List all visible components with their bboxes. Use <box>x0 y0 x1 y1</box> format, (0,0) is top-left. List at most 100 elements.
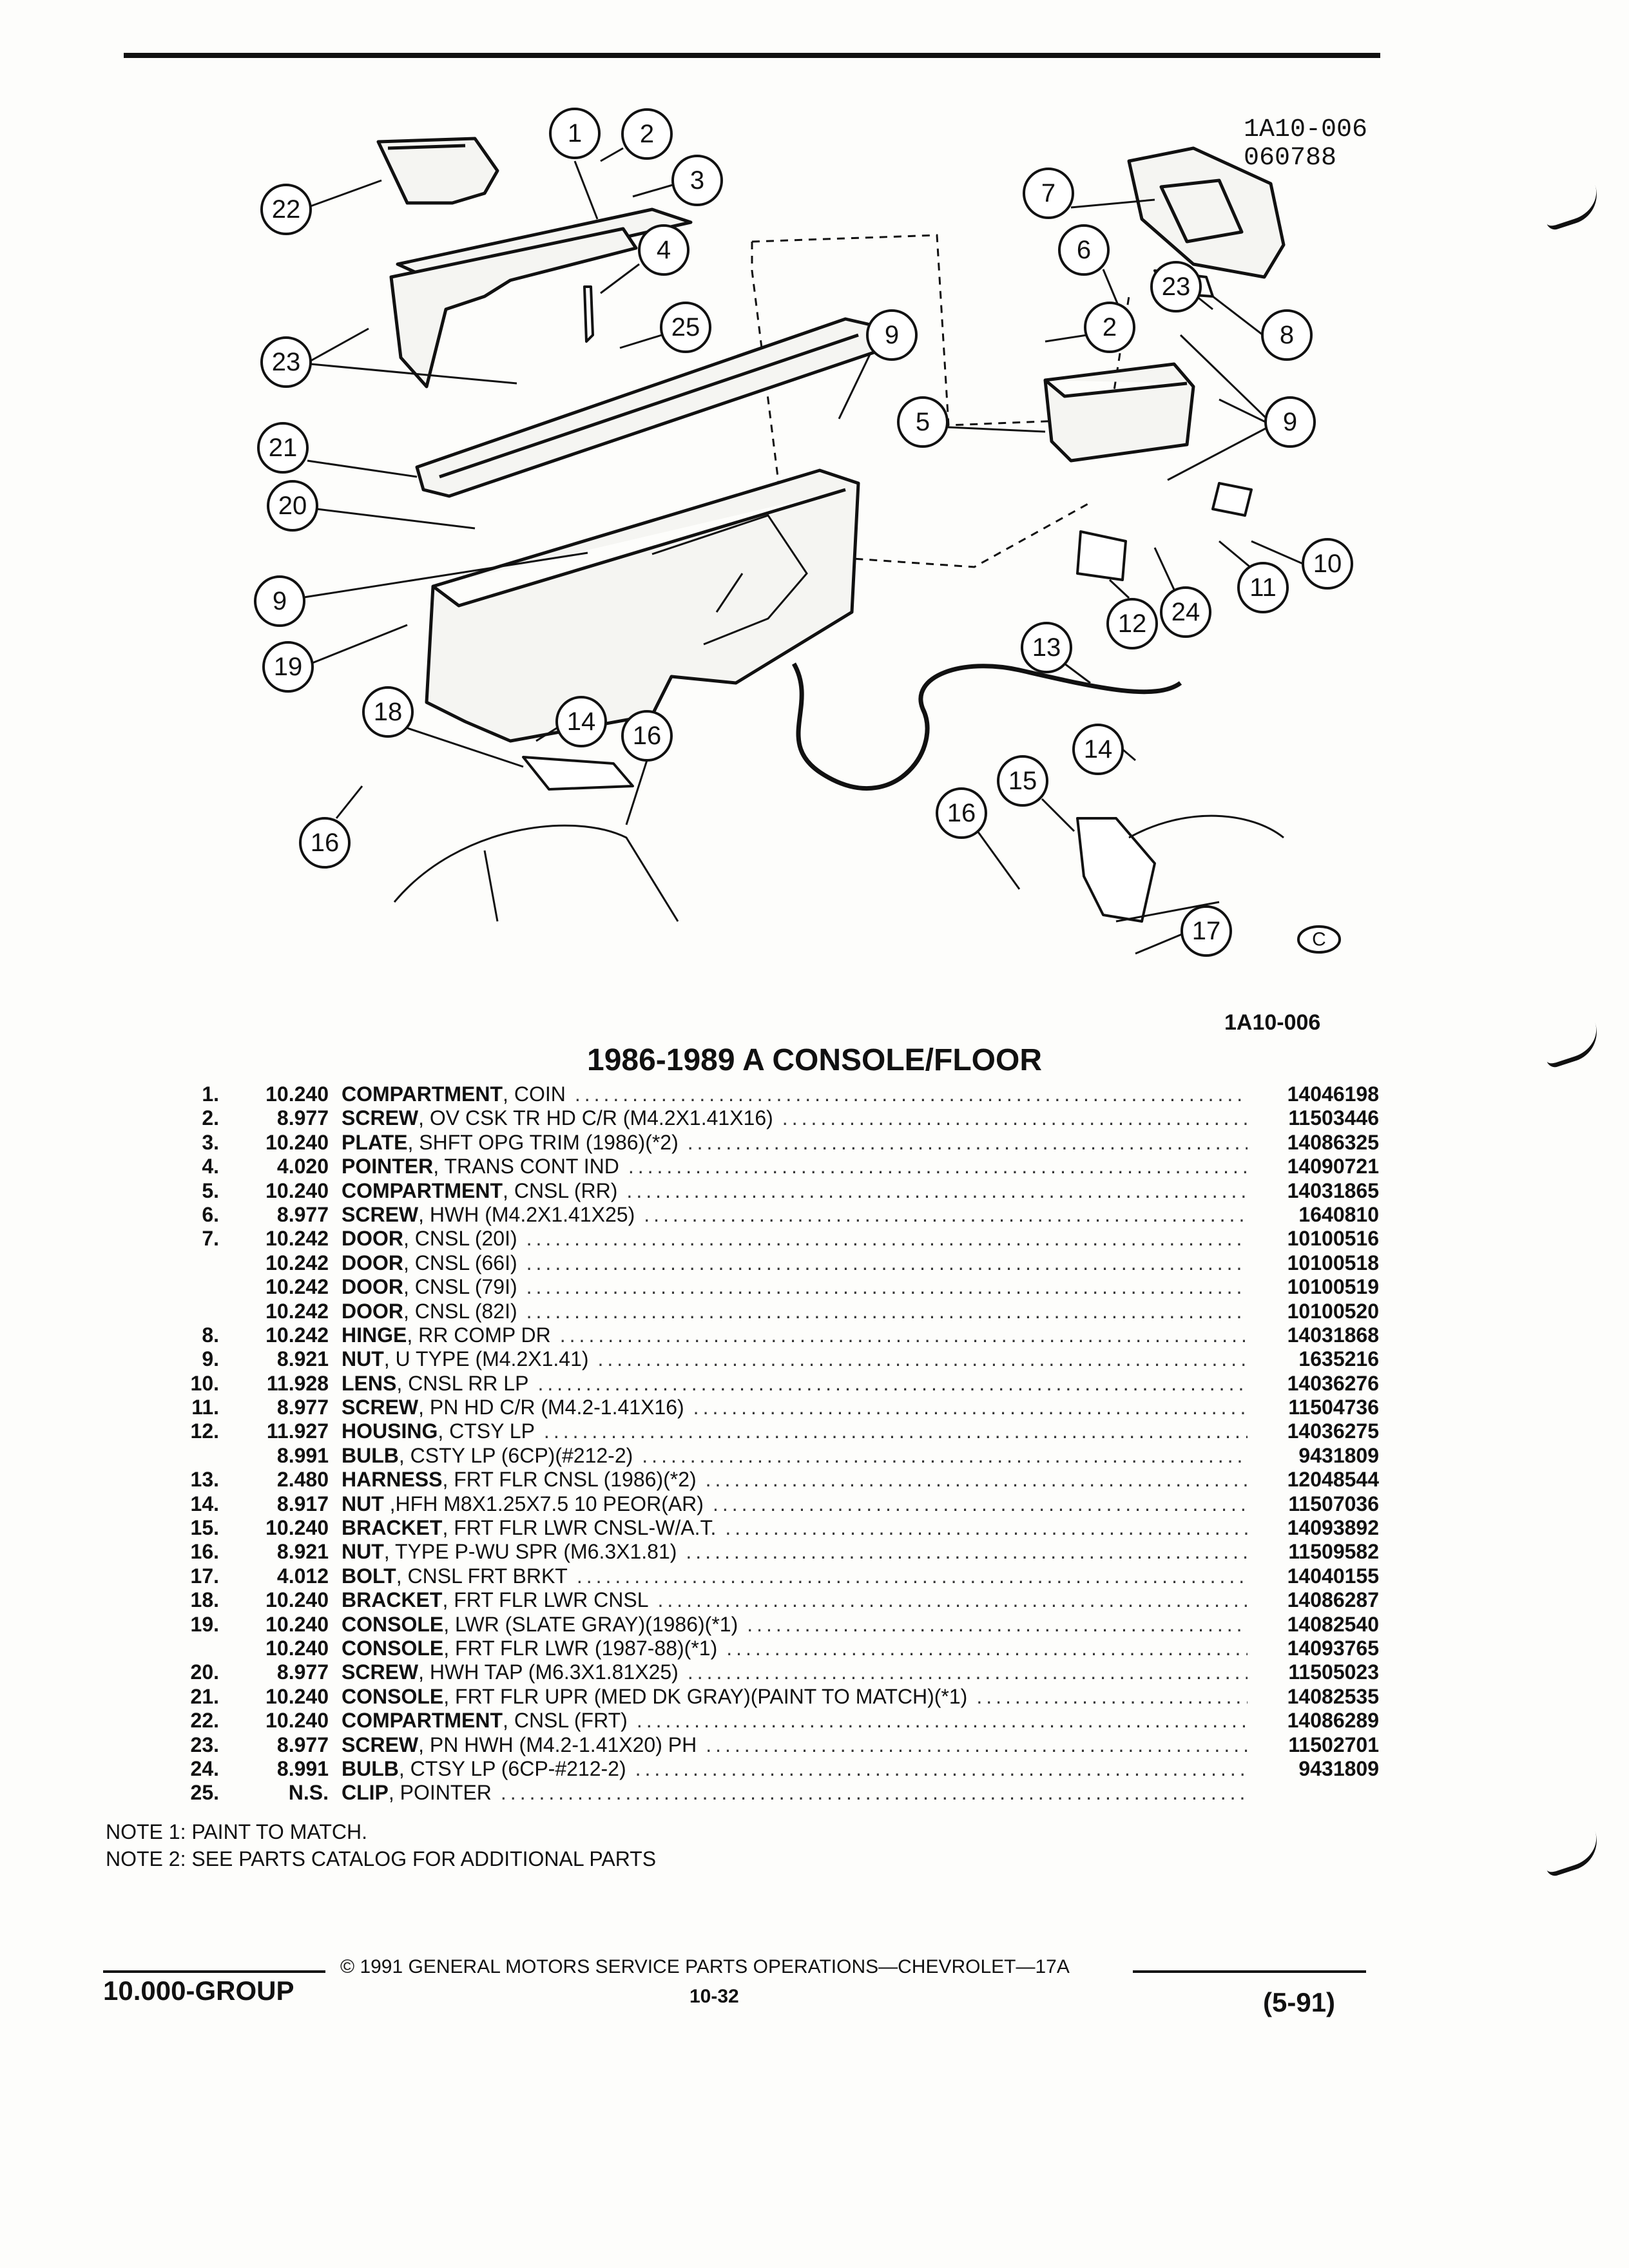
part-group-code: 8.991 <box>276 1443 329 1467</box>
part-group-code: 11.927 <box>266 1419 329 1443</box>
part-index: 16. <box>190 1540 219 1564</box>
part-detail: , PN HWH (M4.2-1.41X20) PH <box>418 1733 697 1756</box>
part-index: 1. <box>202 1082 219 1106</box>
part-number: 14036275 <box>1287 1419 1379 1443</box>
part-group-code: 11.928 <box>266 1371 329 1395</box>
part-name: CONSOLE <box>342 1636 444 1660</box>
callout-4: 4 <box>600 224 689 294</box>
part-number: 14093892 <box>1287 1516 1379 1540</box>
part-description: DOOR, CNSL (82I) <box>329 1300 517 1323</box>
callout-23a: 23 <box>260 327 517 388</box>
part-description: HARNESS, FRT FLR CNSL (1986)(*2) <box>329 1468 697 1492</box>
part-name: COMPARTMENT <box>342 1082 503 1106</box>
footer-group: 10.000-GROUP <box>103 1975 294 2006</box>
svg-text:14: 14 <box>567 707 596 736</box>
part-detail: , RR COMP DR <box>407 1323 551 1347</box>
svg-text:12: 12 <box>1118 610 1147 638</box>
callout-22: 22 <box>260 179 382 235</box>
leader-dots: ........................................… <box>537 1371 1248 1395</box>
notes: NOTE 1: PAINT TO MATCH. NOTE 2: SEE PART… <box>106 1818 656 1872</box>
part-name: NUT <box>342 1540 384 1564</box>
callout-9a: 9 <box>838 309 918 419</box>
svg-text:4: 4 <box>657 236 671 264</box>
svg-text:24: 24 <box>1171 598 1200 626</box>
part-description: BRACKET, FRT FLR LWR CNSL <box>329 1588 648 1612</box>
part-number: 11504736 <box>1288 1396 1379 1419</box>
part-name: BULB <box>342 1756 399 1780</box>
part-name: HARNESS <box>342 1468 443 1492</box>
part-description: SCREW, PN HD C/R (M4.2-1.41X16) <box>329 1396 684 1419</box>
part-number: 14093765 <box>1287 1636 1379 1660</box>
leader-dots: ........................................… <box>725 1516 1248 1540</box>
front-lower-bracket-shape <box>522 756 634 791</box>
leader-dots: ........................................… <box>636 1709 1248 1733</box>
part-group-code: 10.242 <box>265 1227 329 1251</box>
svg-text:13: 13 <box>1032 633 1061 662</box>
svg-text:23: 23 <box>272 348 301 376</box>
callout-18: 18 <box>362 686 524 768</box>
part-detail: , CNSL FRT BRKT <box>396 1564 568 1588</box>
note-2: NOTE 2: SEE PARTS CATALOG FOR ADDITIONAL… <box>106 1847 657 1870</box>
part-index: 21. <box>190 1684 219 1708</box>
part-number: 14086287 <box>1287 1588 1379 1612</box>
part-index: 19. <box>190 1612 219 1636</box>
leader-dots: ........................................… <box>726 1636 1248 1660</box>
part-index: 25. <box>190 1781 219 1805</box>
part-name: HINGE <box>342 1323 407 1347</box>
callout-14b: 14 <box>1072 724 1136 775</box>
front-compartment-shape <box>376 137 499 205</box>
svg-text:5: 5 <box>916 408 930 436</box>
note-1: NOTE 1: PAINT TO MATCH. <box>106 1820 367 1843</box>
callout-15: 15 <box>997 755 1075 832</box>
footer-revision: (5-91) <box>1263 1987 1336 2017</box>
part-detail: , HWH (M4.2X1.41X25) <box>418 1202 635 1226</box>
leader-dots: ........................................… <box>644 1202 1248 1226</box>
part-description: BULB, CTSY LP (6CP-#212-2) <box>329 1757 626 1781</box>
part-number: 10100520 <box>1287 1299 1379 1323</box>
callout-2: 2 <box>600 108 673 162</box>
part-detail: , CNSL (20I) <box>403 1227 517 1251</box>
part-name: DOOR <box>342 1299 403 1323</box>
svg-text:16: 16 <box>633 722 662 750</box>
part-name: CONSOLE <box>342 1684 444 1708</box>
part-detail: , LWR (SLATE GRAY)(1986)(*1) <box>443 1612 738 1636</box>
part-description: NUT, TYPE P-WU SPR (M6.3X1.81) <box>329 1540 677 1564</box>
callout-24: 24 <box>1153 547 1211 638</box>
part-number: 12048544 <box>1287 1468 1379 1492</box>
part-name: COMPARTMENT <box>342 1178 503 1202</box>
auto-trans-bracket-shape <box>1076 817 1156 923</box>
part-detail: , COIN <box>503 1082 566 1106</box>
callout-9b: 9 <box>1167 334 1316 481</box>
part-number: 9431809 <box>1298 1756 1379 1780</box>
exploded-parts-diagram: 1 2 3 4 5 6 7 8 9 9 9 10 11 12 13 14 14 … <box>254 108 1353 957</box>
part-description: NUT, U TYPE (M4.2X1.41) <box>329 1347 589 1371</box>
part-group-code: 2.480 <box>276 1468 329 1492</box>
part-number: 14040155 <box>1287 1564 1379 1588</box>
part-description: NUT ,HFH M8X1.25X7.5 10 PEOR(AR) <box>329 1492 704 1516</box>
part-group-code: 8.921 <box>276 1347 329 1371</box>
part-number: 14046198 <box>1287 1082 1379 1106</box>
console-door-shape <box>1127 146 1286 279</box>
callout-5: 5 <box>897 396 1046 448</box>
leader-dots: ........................................… <box>747 1612 1248 1636</box>
part-group-code: N.S. <box>288 1781 329 1805</box>
binder-mark <box>1539 1831 1605 1878</box>
part-detail: , FRT FLR UPR (MED DK GRAY)(PAINT TO MAT… <box>443 1684 968 1708</box>
part-index: 12. <box>190 1419 219 1443</box>
svg-text:9: 9 <box>1283 408 1297 436</box>
svg-text:15: 15 <box>1008 767 1037 795</box>
leader-dots: ........................................… <box>642 1443 1248 1467</box>
part-group-code: 10.240 <box>265 1636 329 1660</box>
part-name: LENS <box>342 1371 397 1395</box>
svg-text:6: 6 <box>1077 236 1091 264</box>
diagram-code-top: 1A10-006 060788 <box>1244 116 1367 173</box>
part-name: SCREW <box>342 1733 419 1756</box>
part-number: 11509582 <box>1288 1540 1379 1564</box>
part-detail: , CTSY LP <box>438 1419 535 1443</box>
